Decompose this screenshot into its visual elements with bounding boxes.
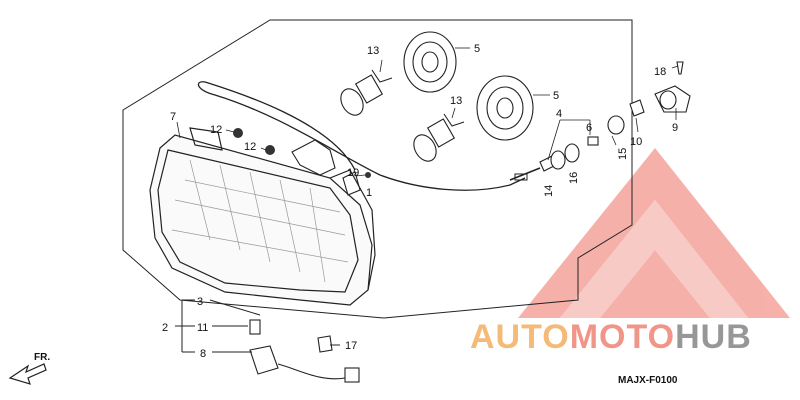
headlight-assembly bbox=[149, 127, 376, 306]
callout-18: 18 bbox=[654, 66, 666, 78]
callout-2: 2 bbox=[162, 322, 168, 334]
mount-bracket bbox=[291, 139, 361, 196]
socket-harness bbox=[249, 319, 360, 383]
callout-13b: 13 bbox=[450, 95, 462, 107]
callout-14: 14 bbox=[543, 185, 555, 197]
callout-10: 10 bbox=[630, 136, 642, 148]
callout-15: 15 bbox=[617, 148, 629, 160]
callout-7: 7 bbox=[170, 111, 176, 123]
watermark-auto: AUTO bbox=[470, 318, 570, 356]
callout-17: 17 bbox=[345, 340, 357, 352]
callout-5a: 5 bbox=[474, 43, 480, 55]
callout-12a: 12 bbox=[210, 124, 222, 136]
leader-lines bbox=[176, 47, 679, 177]
side-parts bbox=[607, 61, 691, 135]
bulb-upper bbox=[340, 69, 393, 116]
callout-3: 3 bbox=[197, 296, 203, 308]
dust-cover-upper bbox=[403, 31, 457, 93]
adjuster-parts bbox=[539, 136, 599, 172]
callout-4: 4 bbox=[556, 108, 562, 120]
callout-1: 1 bbox=[366, 187, 372, 199]
callout-5b: 5 bbox=[553, 90, 559, 102]
screws bbox=[233, 128, 371, 178]
callout-bracket bbox=[175, 299, 340, 353]
callout-19: 19 bbox=[347, 167, 359, 179]
callout-13a: 13 bbox=[367, 45, 379, 57]
direction-arrow-icon: FR. bbox=[8, 352, 50, 385]
callout-6: 6 bbox=[586, 122, 592, 134]
svg-text:AUTOMOTOHUB: AUTOMOTOHUB bbox=[470, 318, 752, 356]
dust-cover-lower bbox=[476, 75, 534, 141]
watermark-moto: MOTO bbox=[570, 318, 675, 356]
callout-8: 8 bbox=[200, 348, 206, 360]
callout-16: 16 bbox=[568, 172, 580, 184]
watermark-hub: HUB bbox=[675, 318, 752, 356]
callout-12b: 12 bbox=[244, 141, 256, 153]
assembly-frame bbox=[122, 19, 633, 319]
direction-label: FR. bbox=[34, 352, 50, 363]
callout-labels: 1 2 3 4 5 5 6 7 8 9 10 11 12 12 13 13 14… bbox=[162, 43, 678, 360]
watermark-logo: AUTOMOTOHUB bbox=[470, 318, 752, 356]
callout-11: 11 bbox=[197, 322, 208, 334]
callout-9: 9 bbox=[672, 122, 678, 134]
bulb-lower bbox=[413, 113, 465, 162]
reference-code: MAJX-F0100 bbox=[618, 375, 678, 386]
watermark-triangle-icon bbox=[518, 148, 790, 318]
wire-harness bbox=[197, 81, 526, 191]
